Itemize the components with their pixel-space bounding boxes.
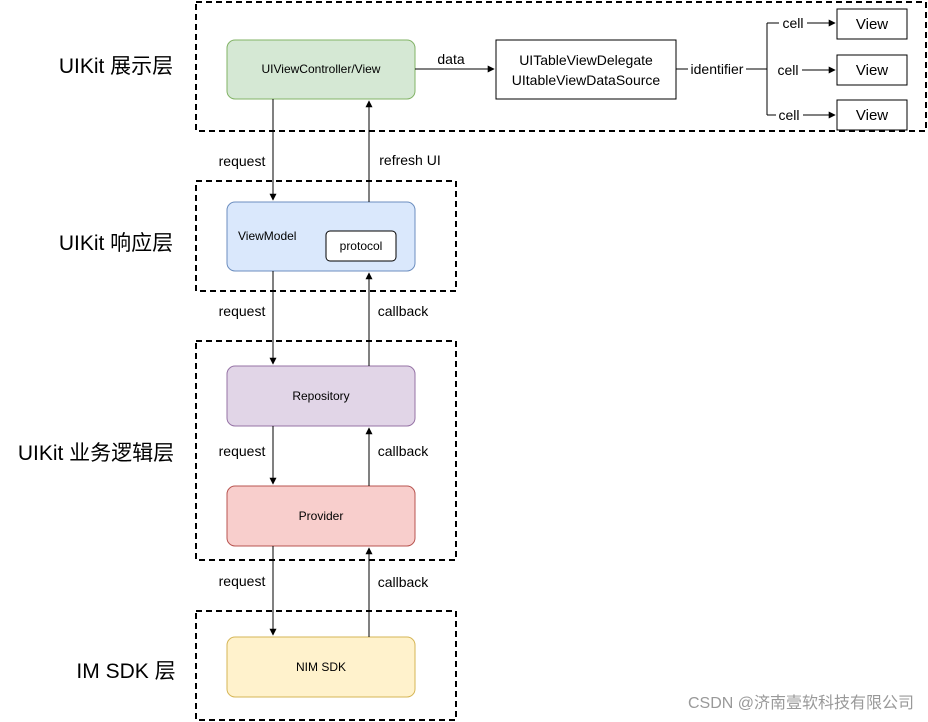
- edge-label-cell-3: cell: [778, 107, 799, 123]
- edge-label-request-1: request: [219, 153, 266, 169]
- edge-label-request-2: request: [219, 303, 266, 319]
- edge-label-callback-3: callback: [378, 443, 430, 459]
- table-delegate-label-2: UItableViewDataSource: [512, 72, 661, 88]
- view-controller-label: UIViewController/View: [262, 62, 381, 76]
- layer-label-response: UIKit 响应层: [59, 232, 173, 255]
- edge-label-request-3: request: [219, 443, 266, 459]
- view-node-3: [836, 99, 908, 131]
- table-delegate-label-1: UITableViewDelegate: [519, 52, 653, 68]
- repository-node: [226, 365, 416, 427]
- provider-node: [226, 485, 416, 547]
- edge-label-callback-2: callback: [378, 303, 430, 319]
- edge-label-identifier: identifier: [691, 61, 744, 77]
- view-node-1-label: View: [856, 16, 888, 33]
- nim-sdk-node: [226, 636, 416, 698]
- layer-label-sdk: IM SDK 层: [76, 660, 175, 683]
- display-layer-frame: [195, 1, 927, 132]
- edge-label-data: data: [437, 51, 464, 67]
- table-delegate-node: [495, 39, 677, 100]
- watermark: CSDN @济南壹软科技有限公司: [688, 694, 914, 712]
- view-node-3-label: View: [856, 107, 888, 124]
- view-node-2: [836, 54, 908, 86]
- repository-label: Repository: [292, 389, 349, 403]
- response-layer-frame: [195, 180, 457, 292]
- protocol-node: [325, 230, 397, 262]
- view-model-label: ViewModel: [238, 229, 296, 243]
- edge-label-cell-1: cell: [782, 15, 803, 31]
- view-node-2-label: View: [856, 62, 888, 79]
- nim-sdk-label: NIM SDK: [296, 660, 346, 674]
- edge-label-callback-4: callback: [378, 574, 430, 590]
- layer-label-business: UIKit 业务逻辑层: [18, 442, 174, 465]
- edge-label-refresh: refresh UI: [379, 152, 440, 168]
- edge-label-request-4: request: [219, 573, 266, 589]
- protocol-label: protocol: [340, 239, 383, 253]
- view-node-1: [836, 8, 908, 40]
- business-layer-frame: [195, 340, 457, 561]
- layer-label-display: UIKit 展示层: [59, 55, 173, 78]
- provider-label: Provider: [299, 509, 344, 523]
- edge-label-cell-2: cell: [777, 62, 798, 78]
- sdk-layer-frame: [195, 610, 457, 721]
